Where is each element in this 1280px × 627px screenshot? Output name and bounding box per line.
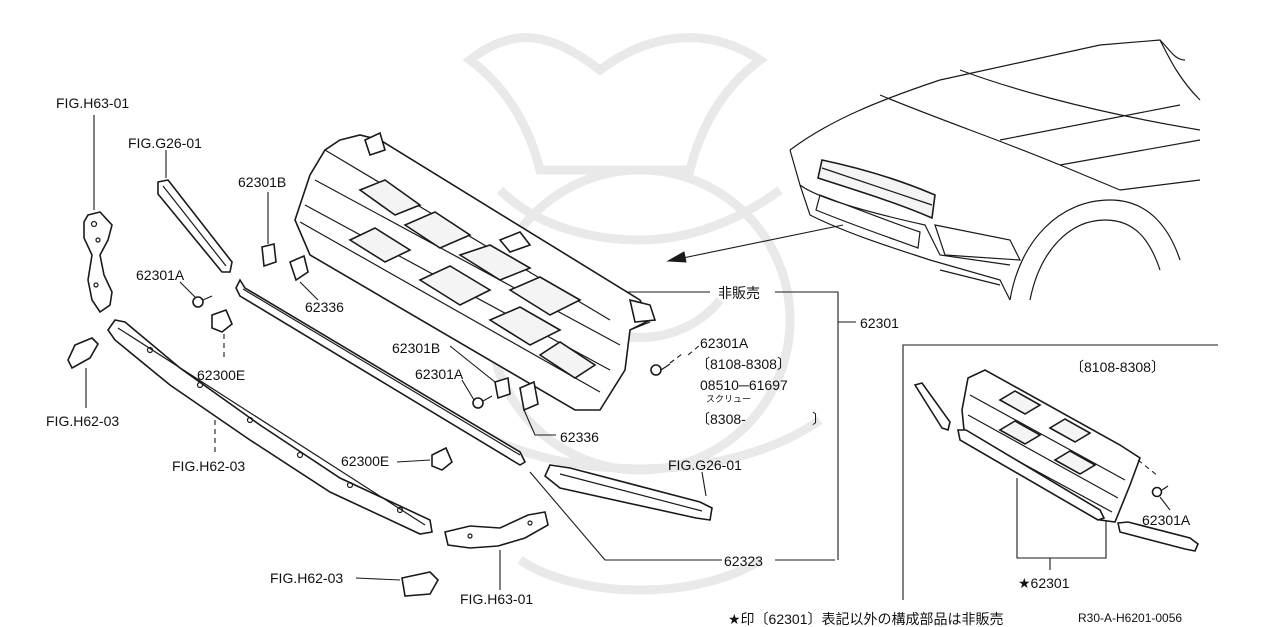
label-62301b-mid: 62301B [392,340,440,356]
screw-62301a-mid [472,395,493,409]
label-62301a-left: 62301A [136,267,185,283]
bracket-h63-bottom [444,511,549,549]
label-62300e-mid: 62300E [341,453,389,469]
label-part-08510: 08510─61697 [700,377,788,393]
label-62301b-top: 62301B [238,174,286,190]
strip-g26-left [157,179,233,273]
clip-62336-mid [519,380,539,412]
label-62300e-left: 62300E [197,367,245,383]
molding-62323 [235,278,527,466]
label-fig-h62-03-left: FIG.H62-03 [46,413,119,429]
label-fig-h62-03-bottom: FIG.H62-03 [270,570,343,586]
bracket-h63-left [83,211,113,314]
label-not-sold: 非販売 [718,285,760,301]
label-62301: 62301 [860,315,899,331]
label-fig-h62-03-mid: FIG.H62-03 [172,458,245,474]
label-62301a-mid: 62301A [415,366,464,382]
label-fig-h63-01-bottom: FIG.H63-01 [460,591,533,607]
label-inset-62301a: 62301A [1142,512,1191,528]
arrow-car-to-grille [666,224,844,263]
label-inset-range: 〔8108-8308〕 [1070,359,1165,375]
inset-box [902,344,1218,600]
label-footnote: ★印〔62301〕表記以外の構成部品は非販売 [728,611,1003,627]
retainer-62300e-mid [431,446,453,471]
clip-62301b-mid [494,376,511,400]
label-62301a-right: 62301A [700,335,749,351]
clip-h62-left [67,337,99,370]
label-screw-kana: スクリュー [706,394,751,404]
label-diagram-code: R30-A-H6201-0056 [1078,611,1182,625]
label-fig-h63-01-top: FIG.H63-01 [56,95,129,111]
label-62336-mid: 62336 [560,429,599,445]
label-range-8308-close: 〕 [812,411,826,427]
label-fig-g26-01-top: FIG.G26-01 [128,135,202,151]
label-62336-top: 62336 [305,299,344,315]
leader-lines [85,115,856,590]
strip-g26-right [544,464,713,521]
car-front-sketch [789,39,1201,301]
grille-62301 [294,131,657,411]
label-fig-g26-01-right: FIG.G26-01 [668,457,742,473]
screw-62301a-left [192,295,213,308]
part-labels: FIG.H63-01 FIG.G26-01 62301B 62301A 6233… [46,95,1191,627]
clip-62301b-top [261,243,277,268]
label-62323: 62323 [724,553,763,569]
clip-h62-bottom [401,571,439,597]
screw-62301a-right [650,353,683,376]
label-range-8308: 〔8308- [696,411,746,427]
clip-62336-top [289,254,309,282]
lower-panel-h62 [107,319,433,535]
label-range-8108-8308: 〔8108-8308〕 [696,356,791,372]
retainer-62300e-left [211,308,233,333]
label-inset-62301: ★62301 [1018,575,1070,591]
